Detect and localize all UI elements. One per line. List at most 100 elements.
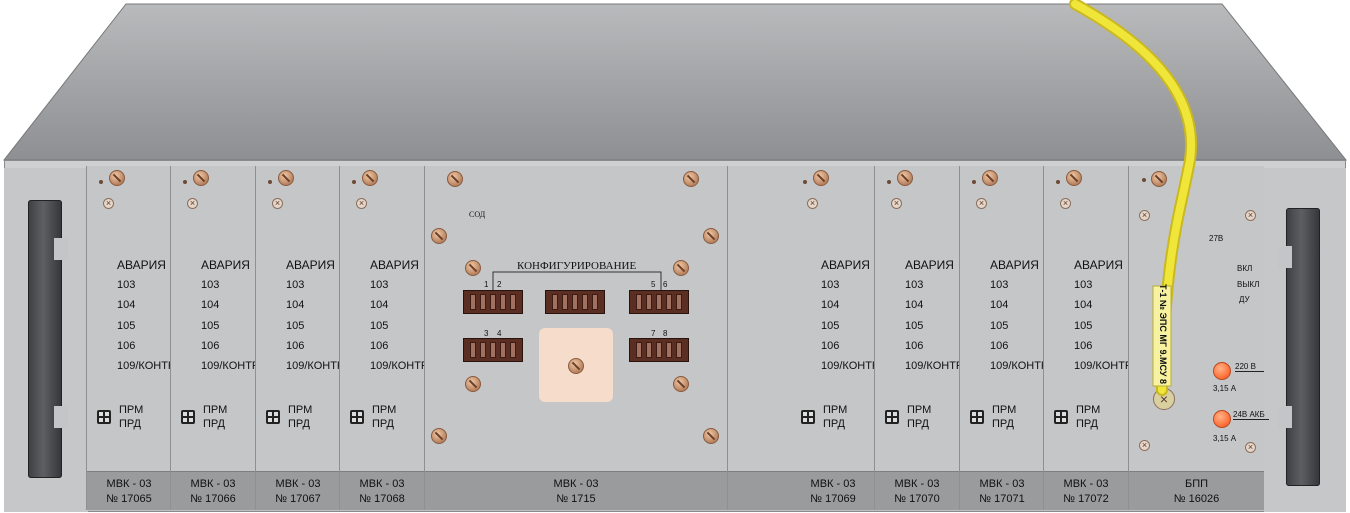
- channel-106: 106: [201, 340, 220, 352]
- prm-prd-connector[interactable]: [970, 410, 984, 424]
- prm-prd-connector[interactable]: [350, 410, 364, 424]
- channel-106: 106: [990, 340, 1009, 352]
- prd-label: ПРД: [823, 418, 845, 430]
- dip-switch[interactable]: [463, 290, 523, 314]
- config-screw[interactable]: [673, 260, 689, 276]
- power-module-label: БПП № 16026: [1129, 471, 1264, 510]
- panel-screw[interactable]: [362, 170, 378, 186]
- channel-105: 105: [821, 320, 840, 332]
- panel-screw[interactable]: [193, 170, 209, 186]
- channel-109: 109/КОНТР: [370, 360, 429, 372]
- prm-label: ПРМ: [992, 404, 1017, 416]
- alarm-label: АВАРИЯ: [905, 258, 954, 272]
- prm-prd-connector[interactable]: [1054, 410, 1068, 424]
- channel-104: 104: [905, 299, 924, 311]
- prm-prd-connector[interactable]: [801, 410, 815, 424]
- alarm-label: АВАРИЯ: [821, 258, 870, 272]
- prm-prd-connector[interactable]: [266, 410, 280, 424]
- channel-106: 106: [117, 340, 136, 352]
- panel-screw[interactable]: [813, 170, 829, 186]
- channel-104: 104: [286, 299, 305, 311]
- channel-106: 106: [370, 340, 389, 352]
- prm-prd-connector[interactable]: [97, 410, 111, 424]
- left-ear: [4, 168, 88, 512]
- channel-104: 104: [201, 299, 220, 311]
- channel-103: 103: [201, 279, 220, 291]
- prm-prd-connector[interactable]: [181, 410, 195, 424]
- panel-screw[interactable]: ×: [272, 198, 283, 209]
- prm-label: ПРМ: [823, 404, 848, 416]
- right-ear: [1264, 168, 1346, 512]
- alarm-label: АВАРИЯ: [370, 258, 419, 272]
- channel-109: 109/КОНТР: [821, 360, 880, 372]
- channel-104: 104: [990, 299, 1009, 311]
- channel-106: 106: [821, 340, 840, 352]
- panel-screw[interactable]: ×: [356, 198, 367, 209]
- dip-switch[interactable]: [629, 290, 689, 314]
- panel-screw[interactable]: [982, 170, 998, 186]
- label-on: ВКЛ: [1237, 264, 1253, 273]
- channel-103: 103: [117, 279, 136, 291]
- prd-label: ПРД: [372, 418, 394, 430]
- dip-switch[interactable]: [545, 290, 605, 314]
- sod-label: СОД: [469, 210, 486, 219]
- channel-105: 105: [905, 320, 924, 332]
- label-off: ВЫКЛ: [1237, 280, 1260, 289]
- adjust-screw[interactable]: [568, 358, 584, 374]
- channel-106: 106: [1074, 340, 1093, 352]
- blank-panel: [727, 166, 791, 510]
- fuse-220v[interactable]: [1213, 362, 1231, 380]
- dip-switch[interactable]: [463, 338, 523, 362]
- channel-105: 105: [370, 320, 389, 332]
- prd-label: ПРД: [203, 418, 225, 430]
- panel-screw[interactable]: [109, 170, 125, 186]
- channel-109: 109/КОНТР: [201, 360, 260, 372]
- config-screw[interactable]: [673, 376, 689, 392]
- panel-screw[interactable]: ×: [187, 198, 198, 209]
- panel-screw[interactable]: ×: [103, 198, 114, 209]
- cable-connector[interactable]: ×: [1153, 388, 1175, 410]
- panel-screw[interactable]: [897, 170, 913, 186]
- channel-106: 106: [905, 340, 924, 352]
- prd-label: ПРД: [1076, 418, 1098, 430]
- panel-screw[interactable]: ×: [1060, 198, 1071, 209]
- config-screw[interactable]: [465, 376, 481, 392]
- prm-label: ПРМ: [1076, 404, 1101, 416]
- channel-105: 105: [201, 320, 220, 332]
- cable-tag: Т-1 № ЭПС МГ 9.МСУ 8: [1158, 284, 1168, 384]
- prm-label: ПРМ: [288, 404, 313, 416]
- prm-label: ПРМ: [119, 404, 144, 416]
- panel-screw[interactable]: [278, 170, 294, 186]
- config-screw[interactable]: [465, 260, 481, 276]
- channel-104: 104: [117, 299, 136, 311]
- channel-103: 103: [821, 279, 840, 291]
- panel-screw[interactable]: ×: [976, 198, 987, 209]
- chassis-lid: [2, 3, 1348, 161]
- fuse-24v[interactable]: [1213, 410, 1231, 428]
- panel-screw[interactable]: [1066, 170, 1082, 186]
- channel-109: 109/КОНТР: [286, 360, 345, 372]
- panel-screw[interactable]: ×: [807, 198, 818, 209]
- power-module: × × × × 27В ВКЛ ВЫКЛ ДУ 220 В 3,15 А 24В…: [1128, 166, 1269, 510]
- panel-screw[interactable]: ×: [891, 198, 902, 209]
- config-module-label: МВК - 03 № 1715: [425, 471, 727, 510]
- label-27v: 27В: [1209, 234, 1224, 243]
- prm-prd-connector[interactable]: [885, 410, 899, 424]
- channel-103: 103: [286, 279, 305, 291]
- dip-switch[interactable]: [629, 338, 689, 362]
- channel-105: 105: [1074, 320, 1093, 332]
- channel-104: 104: [1074, 299, 1093, 311]
- channel-105: 105: [286, 320, 305, 332]
- channel-103: 103: [990, 279, 1009, 291]
